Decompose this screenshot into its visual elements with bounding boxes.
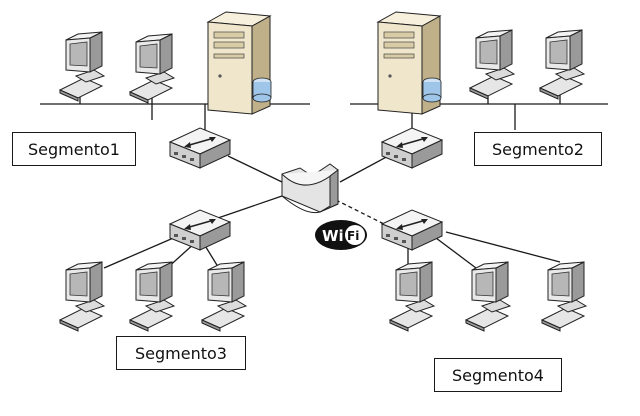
segment2-workstation-2 <box>539 29 585 100</box>
segment4-workstation-3 <box>541 261 587 332</box>
segment4-workstation-2 <box>465 261 511 332</box>
segment2-label: Segmento2 <box>474 132 602 166</box>
segment1-server <box>207 11 272 115</box>
segment3-switch <box>169 209 231 251</box>
segment2-workstation-1 <box>469 29 515 100</box>
segment3-workstation-1 <box>59 261 105 332</box>
segment1-label: Segmento1 <box>12 132 136 166</box>
wifi-label-fi: Fi <box>347 229 359 243</box>
segment1-switch <box>169 127 231 169</box>
segment1-workstation-2 <box>129 33 175 104</box>
segment2-server <box>377 11 442 115</box>
link-switch2-router <box>339 153 393 183</box>
segment3-workstation-3 <box>201 261 247 332</box>
link-switch1-router <box>227 155 283 183</box>
segment4-workstation-1 <box>389 261 435 332</box>
segment2-switch <box>381 127 443 169</box>
router-icon <box>281 163 339 214</box>
segment3-workstation-2 <box>129 261 175 332</box>
link-switch3-router <box>217 195 283 219</box>
segment3-label: Segmento3 <box>116 336 246 370</box>
wifi-icon: Wi Fi <box>315 220 367 250</box>
segment1-workstation-1 <box>59 31 105 102</box>
segment4-label: Segmento4 <box>434 358 562 392</box>
segment4-switch <box>381 209 443 251</box>
wifi-label-wi: Wi <box>322 227 344 245</box>
